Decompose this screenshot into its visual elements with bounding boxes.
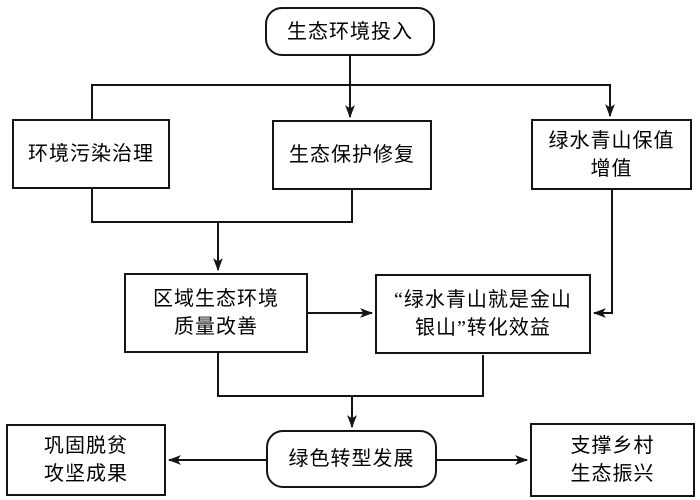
node-eco-protection-restoration: 生态保护修复 — [272, 120, 432, 190]
node-regional-quality-improvement: 区域生态环境 质量改善 — [124, 273, 308, 353]
node-pollution-control: 环境污染治理 — [12, 119, 170, 189]
edge-merge-quality-conversion — [217, 353, 484, 397]
node-rural-eco-revitalization: 支撑乡村 生态振兴 — [530, 423, 695, 497]
node-poverty-alleviation-results: 巩固脱贫 攻坚成果 — [6, 424, 166, 496]
node-conversion-benefit: “绿水青山就是金山 银山”转化效益 — [375, 274, 591, 354]
node-eco-environment-input: 生态环境投入 — [265, 7, 435, 56]
edge-branch-to-pollution-and-greenvalue — [91, 84, 615, 119]
edge-greenvalue-to-conversion — [592, 190, 613, 318]
node-green-mountains-value: 绿水青山保值 增值 — [531, 119, 692, 190]
edge-merge-pollution-protection — [91, 189, 353, 223]
node-green-transition-development: 绿色转型发展 — [266, 430, 437, 488]
